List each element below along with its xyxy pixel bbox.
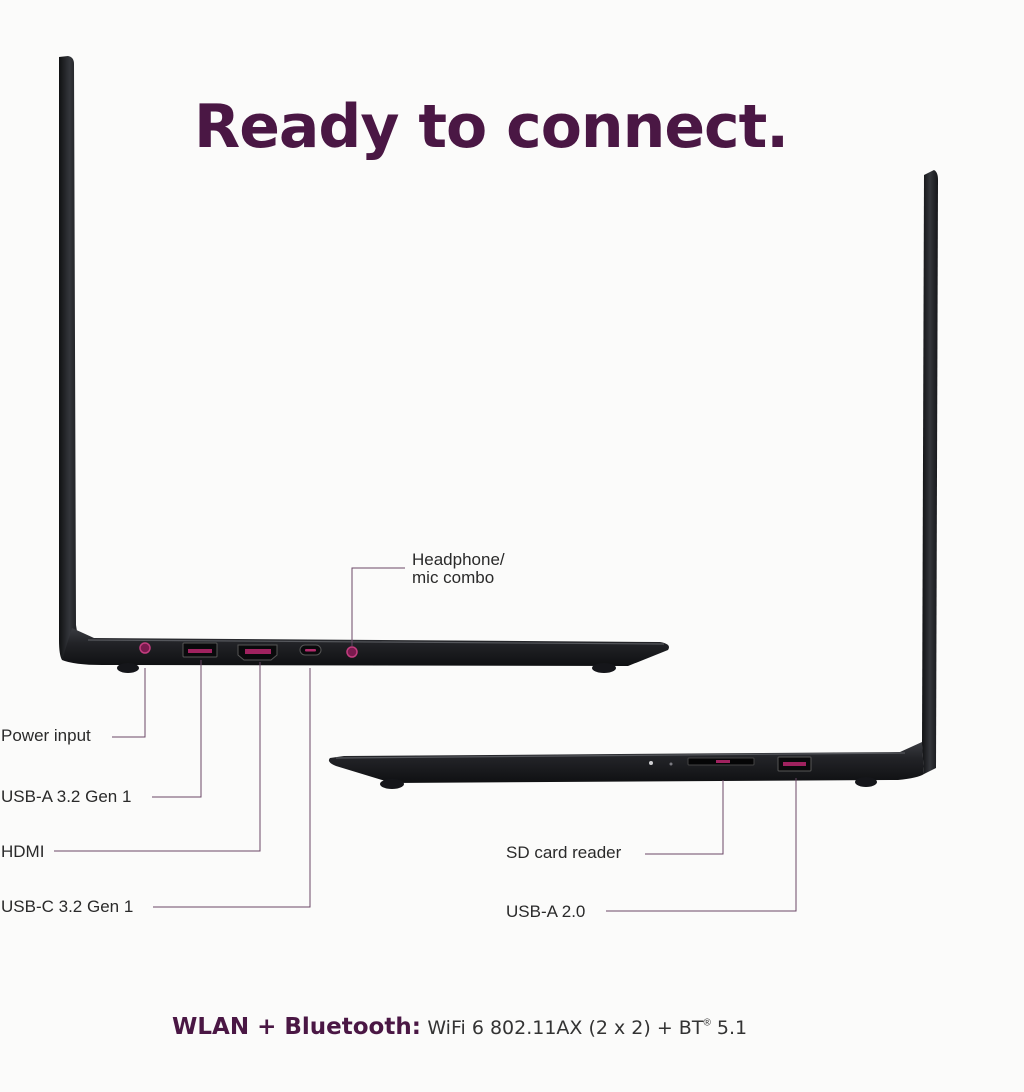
headphone-label: Headphone/ mic combo (412, 551, 505, 587)
port-label-usb-a-3-2: USB-A 3.2 Gen 1 (1, 787, 132, 806)
callout-leaders (54, 567, 797, 912)
leader-usb-a-left (152, 660, 202, 798)
port-label-sd-card: SD card reader (506, 843, 622, 862)
wlan-spec: WLAN + Bluetooth: WiFi 6 802.11AX (2 x 2… (172, 1013, 747, 1040)
port-label-power: Power input (1, 726, 91, 745)
left-laptop-foot (117, 663, 139, 673)
leader-hdmi (54, 662, 261, 852)
port-label-usb-a-2-0: USB-A 2.0 (506, 902, 586, 921)
right-laptop-foot (380, 779, 404, 789)
bt-version: 5.1 (710, 1017, 748, 1039)
leader-usb-a-right (606, 778, 797, 912)
right-laptop (328, 170, 938, 789)
page-title: Ready to connect. (194, 92, 789, 162)
left-laptop (59, 56, 669, 673)
wlan-spec-value: WiFi 6 802.11AX (2 x 2) + BT (427, 1017, 704, 1039)
port-label-hdmi: HDMI (1, 842, 45, 861)
registered-mark: ® (703, 1017, 711, 1029)
leader-headphone (351, 567, 405, 646)
right-laptop-base (328, 742, 924, 783)
left-laptop-foot (592, 663, 616, 673)
wlan-spec-key: WLAN + Bluetooth: (172, 1014, 421, 1040)
right-laptop-lid (922, 170, 938, 774)
port-label-usb-c: USB-C 3.2 Gen 1 (1, 897, 134, 916)
left-laptop-lid (59, 56, 80, 660)
leader-usb-c (153, 668, 311, 908)
headphone-label-line1: Headphone/ (412, 550, 505, 569)
leader-power (112, 668, 146, 738)
power-port-icon (139, 642, 151, 654)
left-laptop-base (62, 628, 669, 666)
right-laptop-foot (855, 777, 877, 787)
leader-sd (645, 780, 724, 855)
audio-jack-icon (346, 646, 358, 658)
headphone-label-line2: mic combo (412, 568, 495, 587)
